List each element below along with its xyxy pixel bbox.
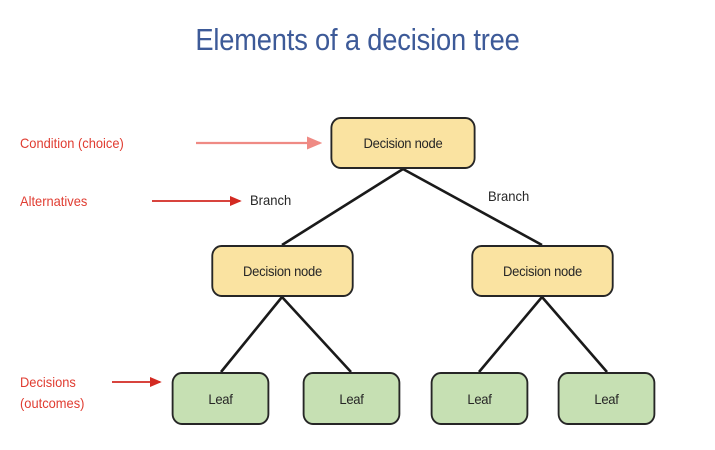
node-leaf-3[interactable]: Leaf xyxy=(430,372,529,425)
node-mid-right-decision[interactable]: Decision node xyxy=(471,245,614,297)
annotation-alternatives: Alternatives xyxy=(20,191,87,212)
branch-label-left: Branch xyxy=(250,192,292,208)
node-root-decision[interactable]: Decision node xyxy=(330,117,476,169)
annotation-decisions-line2: (outcomes) xyxy=(20,395,85,411)
node-leaf-3-label: Leaf xyxy=(467,390,492,407)
node-root-label: Decision node xyxy=(363,135,443,151)
node-leaf-2-label: Leaf xyxy=(339,390,364,407)
node-mid-right-label: Decision node xyxy=(503,263,582,279)
node-leaf-4-label: Leaf xyxy=(594,390,619,407)
node-mid-left-label: Decision node xyxy=(243,263,322,279)
annotation-decisions-line1: Decisions xyxy=(20,374,76,390)
node-leaf-1-label: Leaf xyxy=(208,390,233,407)
edge-mid-left-to-leaf-1 xyxy=(219,296,284,373)
node-leaf-4[interactable]: Leaf xyxy=(557,372,656,425)
edge-root-to-mid-right xyxy=(402,167,543,247)
branch-label-right: Branch xyxy=(488,188,530,204)
annotation-alternatives-label: Alternatives xyxy=(20,193,88,209)
edge-root-to-mid-left xyxy=(281,167,404,247)
node-mid-left-decision[interactable]: Decision node xyxy=(211,245,354,297)
edge-mid-right-to-leaf-3 xyxy=(478,296,543,373)
node-leaf-1[interactable]: Leaf xyxy=(171,372,270,425)
edge-mid-left-to-leaf-2 xyxy=(281,296,352,373)
annotation-decisions: Decisions (outcomes) xyxy=(20,372,84,414)
annotation-condition: Condition (choice) xyxy=(20,133,124,154)
annotation-condition-label: Condition (choice) xyxy=(20,135,124,151)
edge-mid-right-to-leaf-4 xyxy=(541,296,608,373)
page-title: Elements of a decision tree xyxy=(195,22,520,57)
node-leaf-2[interactable]: Leaf xyxy=(302,372,401,425)
